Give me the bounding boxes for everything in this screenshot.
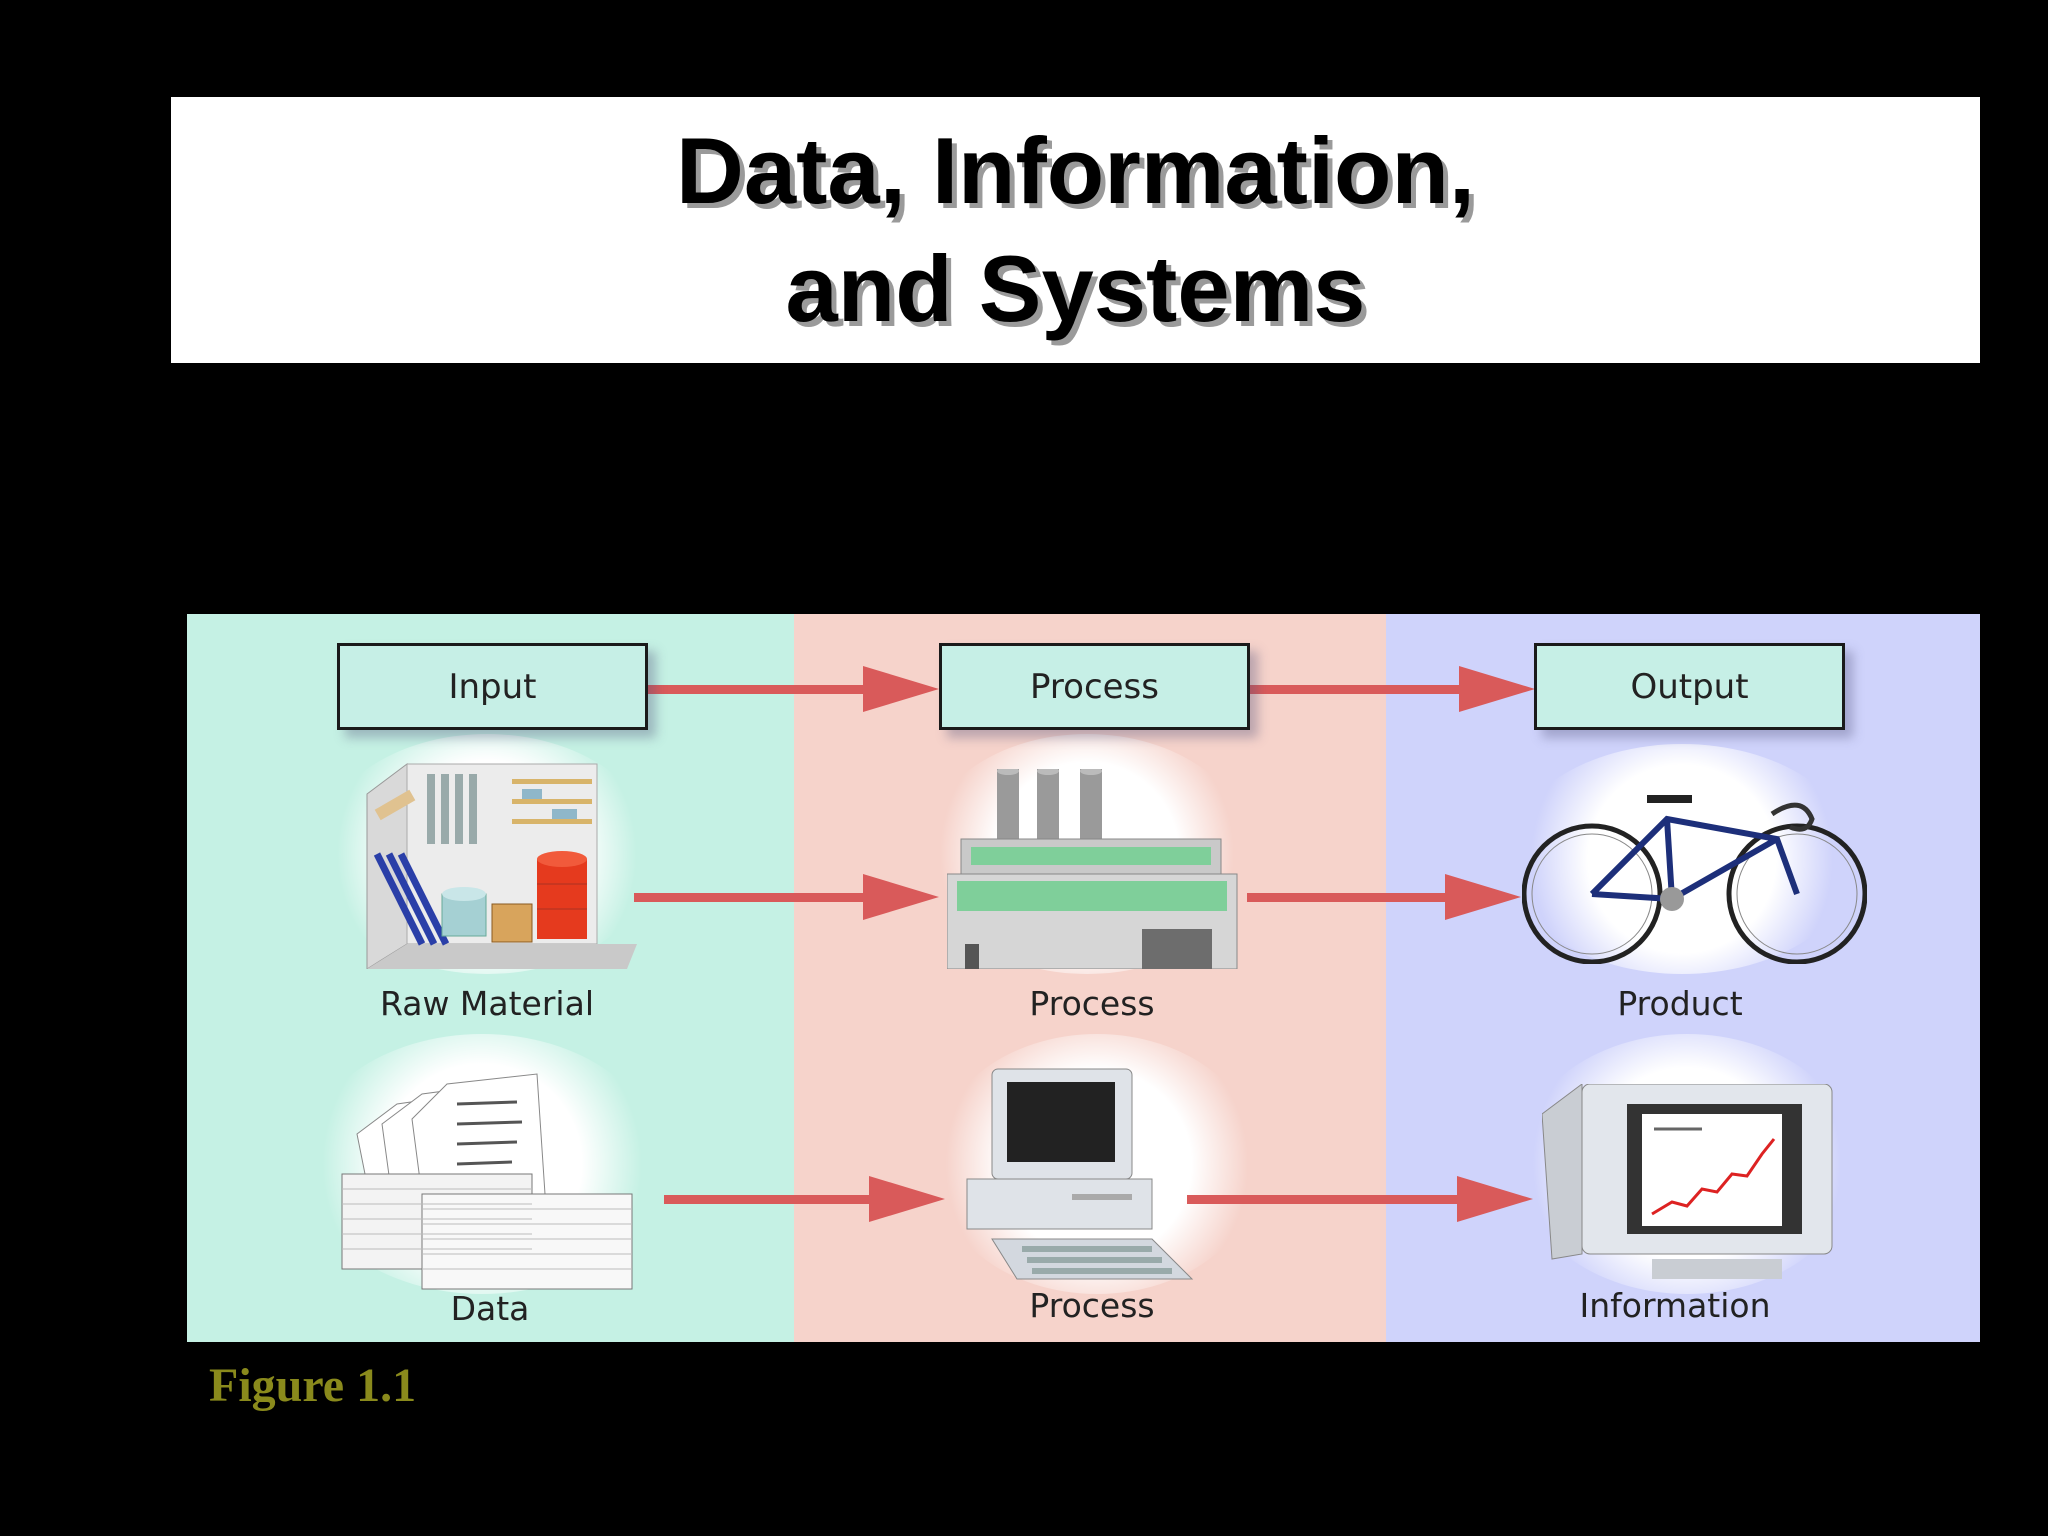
- process-header-box: Process: [939, 643, 1250, 730]
- input-header-box: Input: [337, 643, 648, 730]
- output-header-box: Output: [1534, 643, 1845, 730]
- arrow-data-process: [664, 1176, 945, 1222]
- arrow-process-product: [1247, 874, 1521, 920]
- arrow-process-information: [1187, 1176, 1533, 1222]
- figure-caption: Figure 1.1: [209, 1359, 417, 1412]
- arrow-material-process: [634, 874, 939, 920]
- factory-icon: [947, 769, 1238, 969]
- glow: [1507, 744, 1857, 974]
- arrow-input-process: [647, 666, 939, 712]
- computer-icon: [966, 1068, 1194, 1280]
- process-label-row2: Process: [1029, 1286, 1155, 1325]
- slide-title-line-2: and Systems: [785, 236, 1366, 341]
- raw-material-icon: [366, 763, 637, 969]
- data-papers-icon: [341, 1073, 633, 1290]
- raw-material-label: Raw Material: [380, 984, 594, 1023]
- product-label: Product: [1617, 984, 1743, 1023]
- bicycle-icon: [1522, 795, 1867, 964]
- slide-title-line-1: Data, Information,: [675, 118, 1476, 223]
- process-label-row1: Process: [1029, 984, 1155, 1023]
- flow-arrows: [634, 666, 1535, 1222]
- monitor-graph-icon: [1542, 1084, 1833, 1279]
- information-label: Information: [1579, 1286, 1771, 1325]
- title-box: Data, Information, and Systems: [171, 97, 1980, 363]
- ipo-diagram: Input Process Output: [187, 614, 1980, 1342]
- arrow-process-output: [1247, 666, 1535, 712]
- data-label: Data: [450, 1289, 530, 1328]
